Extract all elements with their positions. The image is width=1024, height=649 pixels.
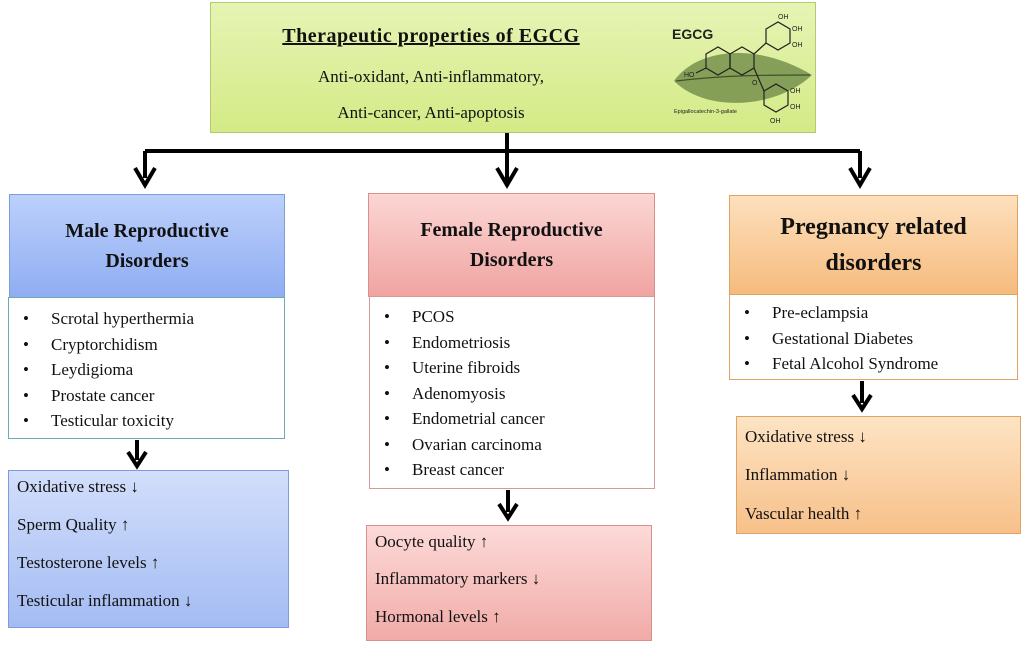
pregnancy-disorders-list: Pre-eclampsia Gestational Diabetes Fetal…	[729, 294, 1018, 380]
effect-item: Oocyte quality ↑	[375, 532, 489, 551]
egcg-molecule-image: EGCG Epigallocatechin-3-gallate OH OH OH…	[672, 14, 812, 125]
arrow-preg-effects	[851, 381, 873, 413]
male-effects-box: Oxidative stress ↓ Sperm Quality ↑ Testo…	[8, 470, 289, 628]
effect-item: Vascular health ↑	[745, 504, 863, 523]
pregnancy-header-line-2: disorders	[825, 250, 922, 276]
male-disorders-header: Male Reproductive Disorders	[9, 194, 285, 298]
pregnancy-disorders-header: Pregnancy related disorders	[729, 195, 1018, 295]
egcg-title: Therapeutic properties of EGCG	[282, 25, 580, 47]
list-item: Leydigioma	[9, 357, 284, 383]
list-item: Endometrial cancer	[370, 406, 654, 432]
svg-text:OH: OH	[790, 88, 801, 95]
svg-text:OH: OH	[770, 118, 781, 125]
svg-text:OH: OH	[792, 42, 803, 49]
effect-item: Sperm Quality ↑	[17, 515, 130, 534]
egcg-properties-line-2: Anti-cancer, Anti-apoptosis	[337, 103, 525, 122]
male-header-line-2: Disorders	[105, 250, 189, 272]
list-item: Endometriosis	[370, 330, 654, 356]
female-disorders-header: Female Reproductive Disorders	[368, 193, 655, 297]
arrow-to-male	[133, 151, 157, 189]
list-item: Uterine fibroids	[370, 355, 654, 381]
effect-item: Inflammation ↓	[745, 465, 851, 484]
leaf-shape	[674, 52, 812, 103]
list-item: Cryptorchidism	[9, 332, 284, 358]
svg-text:OH: OH	[792, 26, 803, 33]
egcg-properties-box: Therapeutic properties of EGCG Anti-oxid…	[210, 2, 816, 133]
effect-item: Oxidative stress ↓	[17, 477, 139, 496]
svg-text:OH: OH	[790, 104, 801, 111]
list-item: Fetal Alcohol Syndrome	[730, 351, 1017, 377]
arrow-to-female	[495, 151, 519, 189]
arrow-male-effects	[126, 440, 148, 470]
female-disorders-list: PCOS Endometriosis Uterine fibroids Aden…	[369, 296, 655, 489]
effect-item: Hormonal levels ↑	[375, 607, 501, 626]
svg-text:O: O	[752, 80, 758, 87]
list-item: Scrotal hyperthermia	[9, 306, 284, 332]
list-item: Prostate cancer	[9, 383, 284, 409]
effect-item: Testosterone levels ↑	[17, 553, 160, 572]
list-item: Pre-eclampsia	[730, 300, 1017, 326]
list-item: Breast cancer	[370, 457, 654, 483]
list-item: Gestational Diabetes	[730, 326, 1017, 352]
svg-text:HO: HO	[684, 72, 695, 79]
female-header-line-1: Female Reproductive	[420, 219, 603, 241]
male-disorders-list: Scrotal hyperthermia Cryptorchidism Leyd…	[8, 297, 285, 439]
female-header-line-2: Disorders	[469, 249, 554, 271]
list-item: Testicular toxicity	[9, 408, 284, 434]
male-header-line-1: Male Reproductive	[65, 220, 229, 242]
molecule-caption: Epigallocatechin-3-gallate	[674, 109, 737, 115]
arrow-female-effects	[497, 490, 519, 522]
list-item: Adenomyosis	[370, 381, 654, 407]
arrow-to-pregnancy	[848, 151, 872, 189]
egcg-properties-line-1: Anti-oxidant, Anti-inflammatory,	[318, 67, 544, 86]
molecule-label: EGCG	[672, 26, 713, 42]
svg-text:OH: OH	[778, 14, 789, 21]
pregnancy-header-line-1: Pregnancy related	[780, 214, 967, 240]
effect-item: Inflammatory markers ↓	[375, 569, 541, 588]
list-item: Ovarian carcinoma	[370, 432, 654, 458]
list-item: PCOS	[370, 304, 654, 330]
effect-item: Oxidative stress ↓	[745, 427, 867, 446]
effect-item: Testicular inflammation ↓	[17, 591, 193, 610]
pregnancy-effects-box: Oxidative stress ↓ Inflammation ↓ Vascul…	[736, 416, 1021, 534]
female-effects-box: Oocyte quality ↑ Inflammatory markers ↓ …	[366, 525, 652, 641]
